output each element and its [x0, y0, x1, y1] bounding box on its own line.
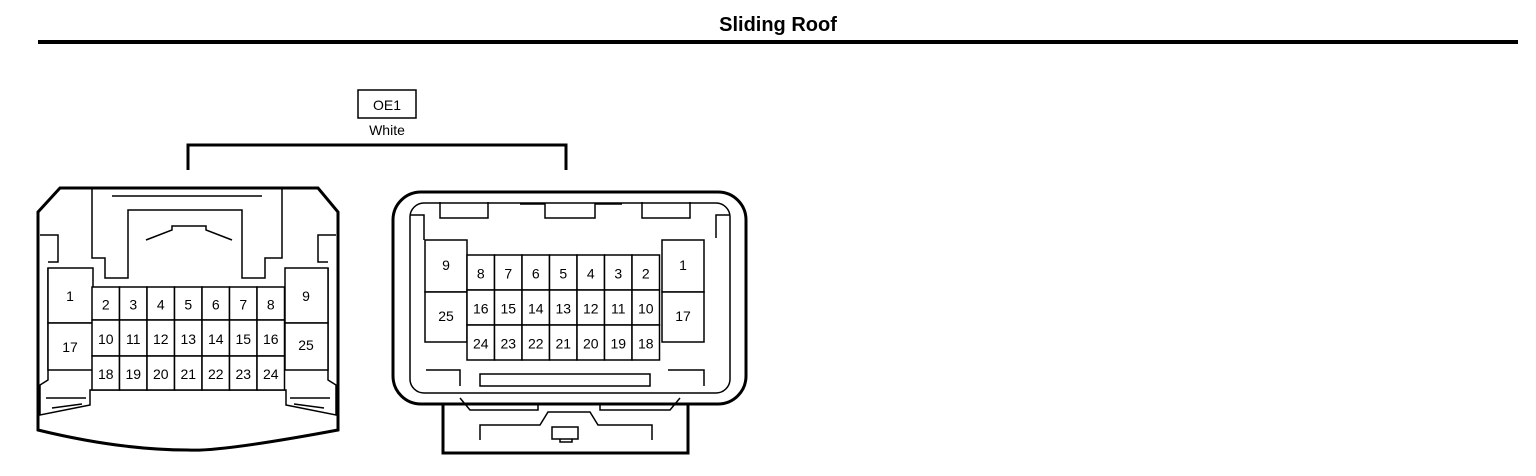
female-cavity	[146, 355, 176, 391]
male-cavity	[548, 254, 578, 291]
female-pin-18: 18	[98, 366, 114, 382]
female-cavity	[228, 286, 258, 321]
female-cavity	[256, 319, 286, 357]
male-pin-2: 2	[642, 266, 650, 282]
female-pin-8: 8	[267, 297, 275, 313]
male-pin-24: 24	[473, 336, 489, 352]
female-cavity	[91, 319, 121, 357]
male-pin-18: 18	[638, 336, 654, 352]
male-pin-5: 5	[559, 266, 567, 282]
male-cells	[424, 239, 705, 343]
female-pin-5: 5	[184, 297, 192, 313]
male-pin-9: 9	[442, 257, 450, 273]
male-connector-body	[391, 190, 748, 455]
connector-bracket	[186, 143, 568, 170]
male-pin-4: 4	[587, 266, 595, 282]
female-pin-16: 16	[263, 331, 279, 347]
female-pin-9: 9	[302, 288, 310, 304]
male-pin-13: 13	[555, 301, 571, 317]
female-pin-4: 4	[157, 297, 165, 313]
title-rule	[38, 40, 1518, 44]
male-cavity	[603, 254, 633, 291]
male-cavity	[631, 324, 661, 361]
female-pin-3: 3	[129, 297, 137, 313]
male-cavity	[466, 289, 496, 326]
male-pin-23: 23	[500, 336, 516, 352]
male-pin-25: 25	[438, 308, 454, 324]
male-cavity	[576, 289, 606, 326]
female-pin-1: 1	[66, 288, 74, 304]
female-pin-15: 15	[235, 331, 251, 347]
male-pin-7: 7	[504, 266, 512, 282]
female-cavity	[228, 355, 258, 391]
male-cavity	[603, 289, 633, 326]
male-pin-6: 6	[532, 266, 540, 282]
female-cavity	[173, 286, 203, 321]
female-pin-14: 14	[208, 331, 224, 347]
female-pin-2: 2	[102, 297, 110, 313]
connector-code-box	[357, 89, 417, 119]
male-cavity	[576, 324, 606, 361]
female-pin-23: 23	[235, 366, 251, 382]
female-cavity	[256, 355, 286, 391]
page-title: Sliding Roof	[719, 14, 837, 36]
female-pin-22: 22	[208, 366, 224, 382]
female-pin-7: 7	[239, 297, 247, 313]
male-cavity	[631, 289, 661, 326]
male-pin-10: 10	[638, 301, 654, 317]
male-cavity	[493, 289, 523, 326]
connector-color: White	[369, 122, 405, 138]
female-pin-24: 24	[263, 366, 279, 382]
male-pin-15: 15	[500, 301, 516, 317]
male-pin-1: 1	[679, 257, 687, 273]
male-cavity	[466, 324, 496, 361]
female-pin-11: 11	[126, 331, 141, 347]
male-cavity	[521, 324, 551, 361]
male-pin-22: 22	[528, 336, 544, 352]
female-cavity	[173, 319, 203, 357]
male-cavity	[603, 324, 633, 361]
male-pin-12: 12	[583, 301, 599, 317]
male-pin-labels: 8 7 6 5 4 3 2 16 15 14 13 12 11 10 24 23 22 21 20 19 18	[473, 266, 654, 352]
male-pin-16: 16	[473, 301, 489, 317]
female-pin-25: 25	[298, 337, 314, 353]
male-pin-19: 19	[610, 336, 626, 352]
male-pin-8: 8	[477, 266, 485, 282]
male-cavity-grid	[466, 254, 661, 361]
female-cavity	[256, 286, 286, 321]
female-cavity	[118, 286, 148, 321]
female-pin-10: 10	[98, 331, 114, 347]
male-pin-17: 17	[675, 308, 691, 324]
female-cavity	[173, 355, 203, 391]
male-pin-21: 21	[555, 336, 571, 352]
female-pin-21: 21	[180, 366, 196, 382]
female-pin-17: 17	[62, 339, 78, 355]
female-pin-20: 20	[153, 366, 169, 382]
female-pin-6: 6	[212, 297, 220, 313]
male-pin-14: 14	[528, 301, 544, 317]
female-pin-13: 13	[180, 331, 196, 347]
connector-code: OE1	[373, 97, 401, 113]
male-pin-3: 3	[614, 266, 622, 282]
male-pin-11: 11	[611, 301, 626, 317]
female-cavity-grid	[91, 286, 286, 391]
male-cavity	[548, 324, 578, 361]
male-cavity	[521, 254, 551, 291]
female-cells	[47, 267, 329, 371]
female-pin-12: 12	[153, 331, 169, 347]
female-pin-19: 19	[125, 366, 141, 382]
male-pin-20: 20	[583, 336, 599, 352]
